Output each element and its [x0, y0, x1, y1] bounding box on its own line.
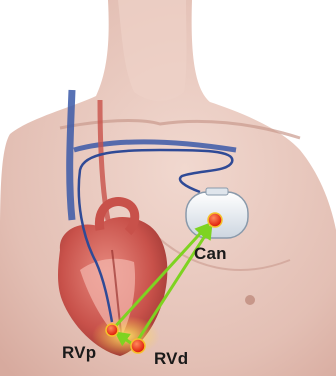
- can-electrode: [208, 213, 222, 227]
- can-label: Can: [194, 244, 227, 264]
- can-header: [206, 188, 228, 195]
- rvp-label: RVp: [62, 343, 96, 363]
- rvd-label: RVd: [154, 349, 188, 369]
- jugular-vein: [70, 90, 72, 220]
- rvd-electrode: [131, 339, 145, 353]
- nipple: [245, 295, 255, 305]
- rvp-electrode: [106, 324, 118, 336]
